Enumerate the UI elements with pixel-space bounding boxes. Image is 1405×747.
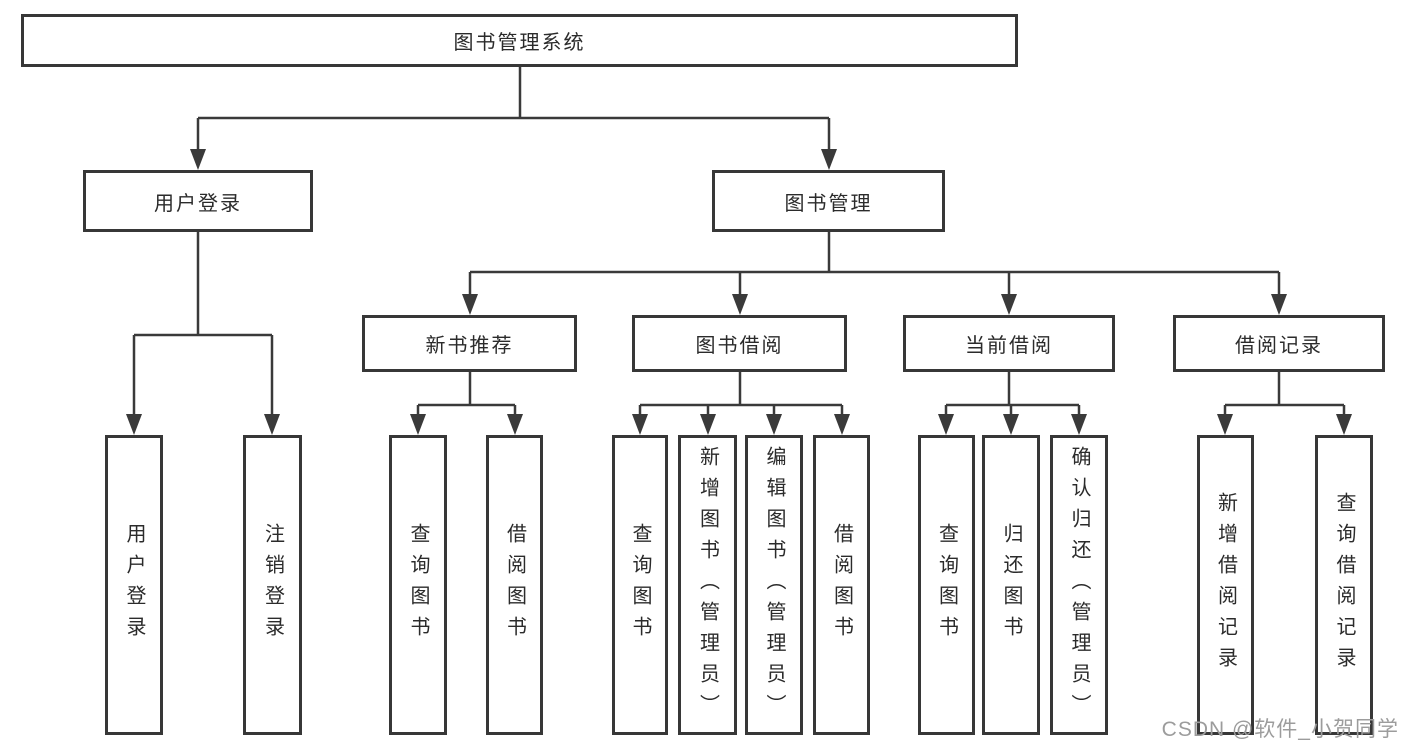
leaf-logout: 注销登录 bbox=[243, 435, 302, 735]
leaf-confirm-return-admin: 确认归还（管理员） bbox=[1050, 435, 1108, 735]
node-label: 当前借阅 bbox=[965, 335, 1053, 357]
node-label: 用户登录 bbox=[154, 192, 242, 215]
leaf-edit-book-admin: 编辑图书（管理员） bbox=[745, 435, 803, 735]
leaf-add-borrow-record: 新增借阅记录 bbox=[1197, 435, 1254, 735]
node-borrow-records: 借阅记录 bbox=[1173, 315, 1385, 372]
node-book-management: 图书管理 bbox=[712, 170, 945, 232]
node-new-book-recommend: 新书推荐 bbox=[362, 315, 577, 372]
node-current-borrow: 当前借阅 bbox=[903, 315, 1115, 372]
node-label: 用户登录 bbox=[123, 523, 145, 647]
node-label: 查询图书 bbox=[407, 523, 429, 647]
node-label: 查询借阅记录 bbox=[1333, 492, 1355, 678]
leaf-borrow-books: 借阅图书 bbox=[813, 435, 870, 735]
node-label: 借阅记录 bbox=[1235, 335, 1323, 357]
node-label: 借阅图书 bbox=[503, 523, 526, 647]
node-label: 新书推荐 bbox=[425, 335, 514, 357]
node-label: 查询图书 bbox=[935, 523, 958, 647]
leaf-add-book-admin: 新增图书（管理员） bbox=[678, 435, 737, 735]
node-label: 注销登录 bbox=[261, 523, 284, 647]
node-library-management-system: 图书管理系统 bbox=[21, 14, 1018, 67]
leaf-query-books-current: 查询图书 bbox=[918, 435, 975, 735]
node-label: 确认归还（管理员） bbox=[1068, 445, 1090, 725]
node-label: 查询图书 bbox=[629, 523, 651, 647]
csdn-watermark: CSDN @软件_小贺同学 bbox=[1161, 718, 1399, 741]
node-label: 归还图书 bbox=[1000, 523, 1022, 647]
node-label: 图书借阅 bbox=[695, 335, 784, 357]
node-label: 借阅图书 bbox=[830, 523, 853, 647]
node-label: 图书管理 bbox=[784, 192, 873, 215]
node-book-borrow: 图书借阅 bbox=[632, 315, 847, 372]
node-label: 图书管理系统 bbox=[453, 32, 586, 54]
node-label: 编辑图书（管理员） bbox=[763, 445, 785, 725]
leaf-user-login: 用户登录 bbox=[105, 435, 163, 735]
leaf-return-books: 归还图书 bbox=[982, 435, 1040, 735]
leaf-query-borrow-record: 查询借阅记录 bbox=[1315, 435, 1373, 735]
node-label: 新增图书（管理员） bbox=[696, 445, 719, 725]
leaf-borrow-books-recommend: 借阅图书 bbox=[486, 435, 543, 735]
leaf-query-books-borrow: 查询图书 bbox=[612, 435, 668, 735]
connector-lines bbox=[132, 67, 1346, 417]
node-user-login: 用户登录 bbox=[83, 170, 313, 232]
leaf-query-books-recommend: 查询图书 bbox=[389, 435, 447, 735]
node-label: 新增借阅记录 bbox=[1214, 492, 1237, 678]
